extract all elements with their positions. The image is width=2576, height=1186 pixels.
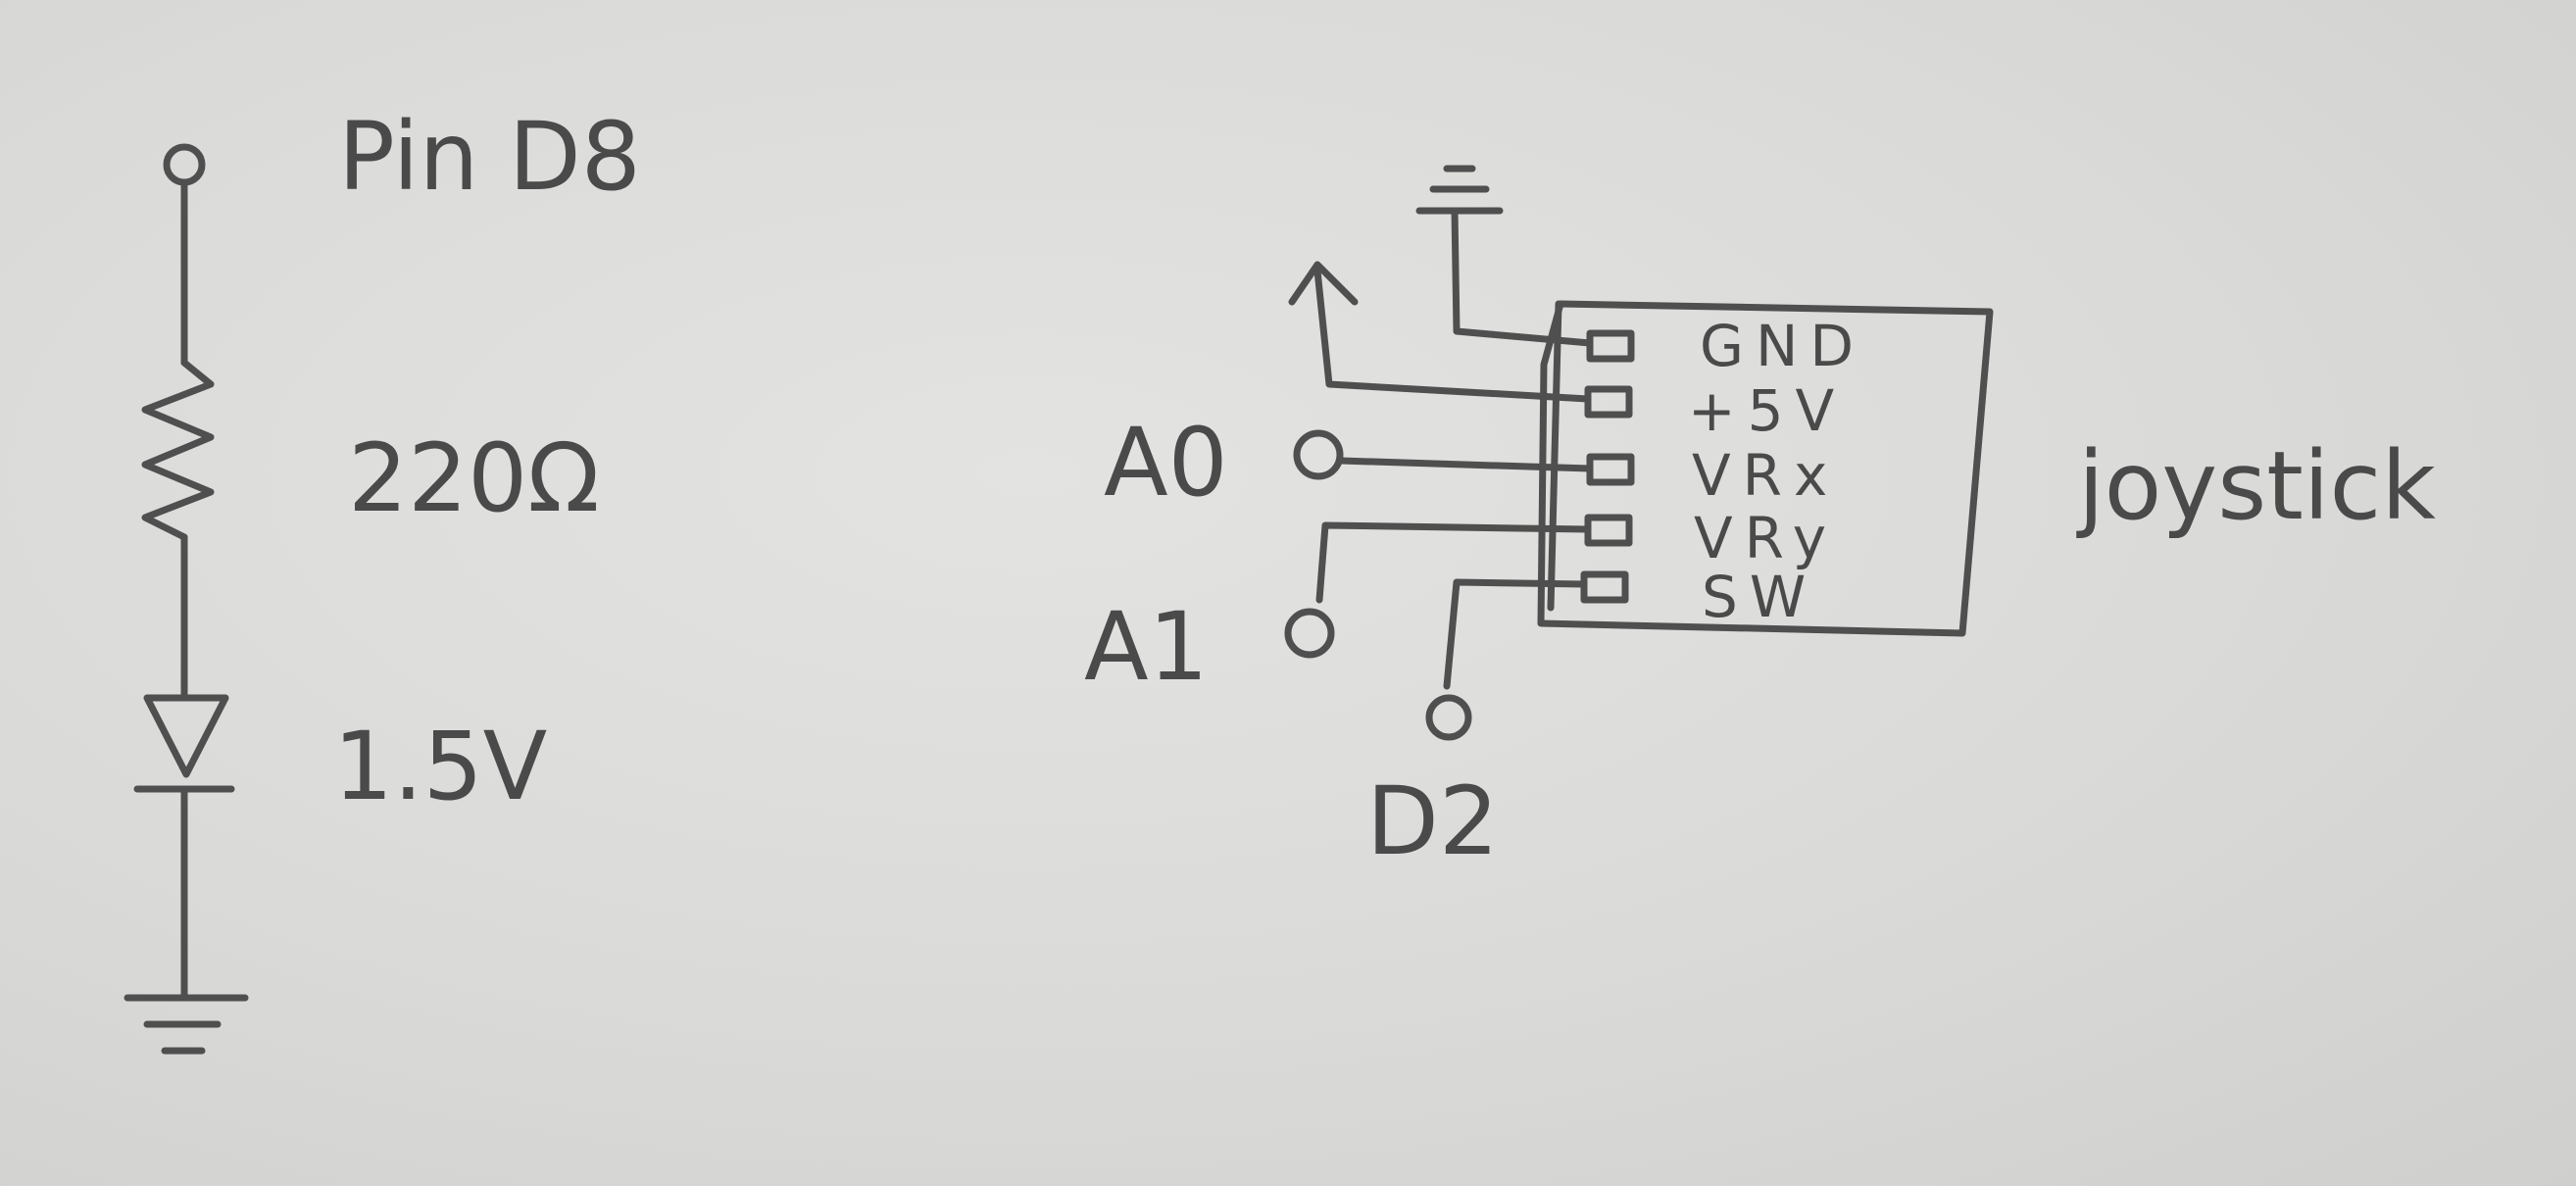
pin-gnd-pad [1586, 329, 1635, 363]
wire-gnd [1451, 207, 1594, 347]
joystick-circuit [1284, 165, 1994, 741]
pin-label-gnd: GND [1700, 313, 1865, 379]
resistor-symbol [141, 359, 215, 541]
a0-terminal [1293, 429, 1344, 480]
pin-vry-pad [1584, 514, 1633, 547]
pin-label-vry: VRy [1694, 505, 1839, 571]
ground-icon [124, 994, 249, 1055]
wire-5v [1313, 267, 1592, 403]
wire-vry-a1 [1315, 521, 1592, 604]
d2-label: D2 [1366, 766, 1499, 876]
d2-terminal [1425, 694, 1472, 741]
joystick-module-outline [1537, 300, 1994, 637]
a1-terminal [1284, 608, 1335, 659]
wire-sw-d2 [1443, 578, 1588, 690]
ground-icon [1415, 165, 1504, 215]
pin-label-sw: SW [1702, 564, 1818, 630]
pin-d8-label: Pin D8 [338, 102, 641, 212]
a0-label: A0 [1104, 408, 1228, 518]
led-diode-icon [143, 694, 229, 778]
a1-label: A1 [1084, 592, 1209, 702]
led-circuit [124, 143, 249, 1055]
led-voltage-label: 1.5V [333, 712, 548, 821]
resistor-value-label: 220Ω [348, 423, 600, 533]
pin-d8-terminal [163, 143, 206, 186]
joystick-label: joystick [2078, 431, 2436, 541]
pin-sw-pad [1580, 570, 1629, 604]
pin-5v-pad [1584, 385, 1633, 419]
header-edge [1547, 300, 1562, 612]
pin-label-5v: +5V [1688, 377, 1847, 444]
wire-vrx-a0 [1337, 457, 1594, 472]
pin-label-vrx: VRx [1692, 442, 1840, 509]
pin-vrx-pad [1586, 453, 1635, 486]
up-arrow-icon [1288, 261, 1359, 306]
